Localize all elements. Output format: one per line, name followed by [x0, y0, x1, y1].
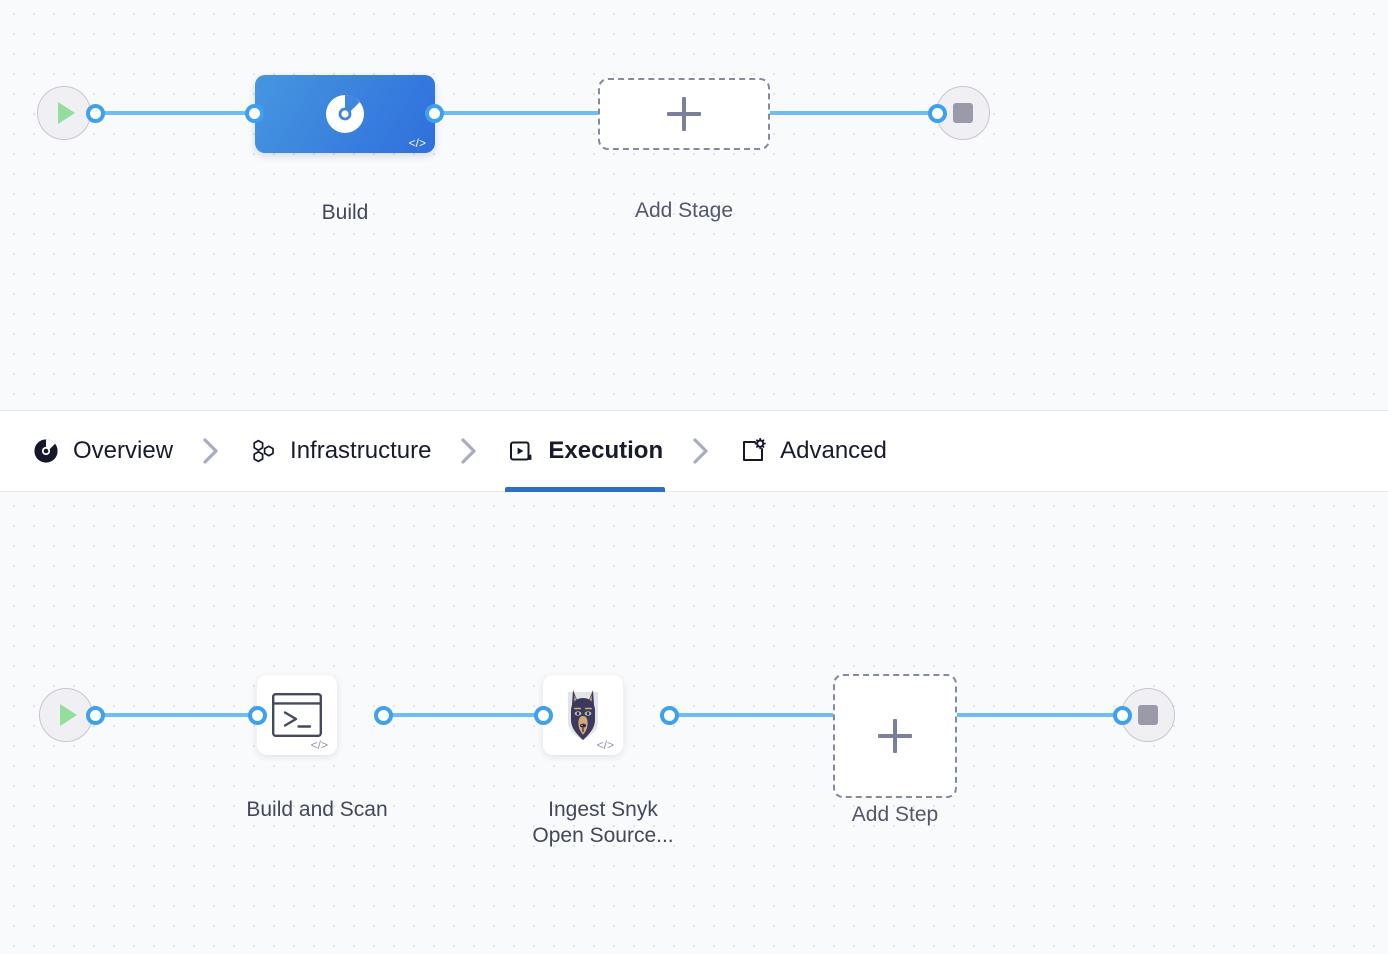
add-step-button[interactable] [833, 674, 957, 798]
connector-dot-build-and-scan-out[interactable] [374, 706, 393, 725]
play-icon [60, 704, 77, 726]
connector-dot-build-and-scan-in[interactable] [248, 706, 267, 725]
connector-start-to-build-and-scan [98, 713, 266, 717]
stage-label-build: Build [321, 201, 369, 224]
tab-advanced-label: Advanced [780, 437, 887, 464]
connector-start-to-build [96, 111, 266, 115]
snyk-dog-icon [568, 690, 598, 741]
connector-dot-start-out[interactable] [86, 104, 105, 123]
connector-add-stage-to-end [765, 111, 950, 115]
tab-overview-label: Overview [73, 437, 174, 464]
stage-graph-canvas[interactable]: </> Build Add Stage [0, 0, 1388, 410]
plus-icon [878, 719, 912, 753]
step-label-build-and-scan: Build and Scan [246, 798, 388, 821]
stage-node-build[interactable]: </> [255, 75, 435, 153]
code-badge-icon: </> [408, 136, 426, 150]
terminal-icon [272, 693, 322, 737]
connector-build-and-scan-to-ingest-snyk [378, 713, 554, 717]
connector-dot-build-out[interactable] [425, 104, 444, 123]
build-stage-icon [326, 95, 364, 133]
execution-play-icon [510, 441, 532, 461]
step-node-ingest-snyk-open-source[interactable]: </> [543, 675, 623, 755]
add-stage-label: Add Stage [634, 199, 734, 222]
tab-execution-label: Execution [548, 437, 664, 464]
advanced-gear-icon [743, 437, 767, 461]
tab-infrastructure[interactable]: Infrastructure [247, 410, 433, 492]
step-node-build-and-scan[interactable]: </> [257, 675, 337, 755]
connector-dot-start-out[interactable] [86, 706, 105, 725]
add-step-label: Add Step [851, 803, 939, 826]
pipeline-start-node[interactable] [37, 86, 91, 140]
stage-start-node[interactable] [39, 688, 93, 742]
connector-add-step-to-end [953, 713, 1133, 717]
connector-dot-ingest-snyk-out[interactable] [660, 706, 679, 725]
chevron-right-icon [461, 438, 477, 464]
connector-build-to-add-stage [430, 111, 605, 115]
connector-dot-end-in[interactable] [928, 104, 947, 123]
play-icon [58, 102, 75, 124]
chevron-right-icon [693, 438, 708, 464]
connector-ingest-snyk-to-add-step [664, 713, 842, 717]
chevron-right-icon [203, 438, 218, 464]
connector-dot-build-in[interactable] [245, 104, 264, 123]
tab-execution[interactable]: Execution [505, 410, 665, 492]
code-badge-icon: </> [596, 738, 614, 752]
code-badge-icon: </> [310, 738, 328, 752]
tab-advanced[interactable]: Advanced [737, 410, 889, 492]
stage-config-tabbar[interactable]: Overview Infrastructure Execution [0, 410, 1388, 492]
add-stage-button[interactable] [598, 78, 770, 150]
connector-dot-end-in[interactable] [1113, 706, 1132, 725]
plus-icon [667, 97, 701, 131]
overview-build-icon [34, 439, 58, 463]
step-label-ingest-snyk-open-source: Ingest Snyk Open Source... [532, 798, 674, 848]
stop-icon [1138, 705, 1158, 725]
tab-overview[interactable]: Overview [30, 410, 175, 492]
tab-infrastructure-label: Infrastructure [290, 437, 432, 464]
stop-icon [953, 103, 973, 123]
connector-dot-ingest-snyk-in[interactable] [534, 706, 553, 725]
hexagon-cluster-icon [253, 439, 274, 463]
step-graph-canvas[interactable]: </> Build and Scan [0, 492, 1388, 954]
